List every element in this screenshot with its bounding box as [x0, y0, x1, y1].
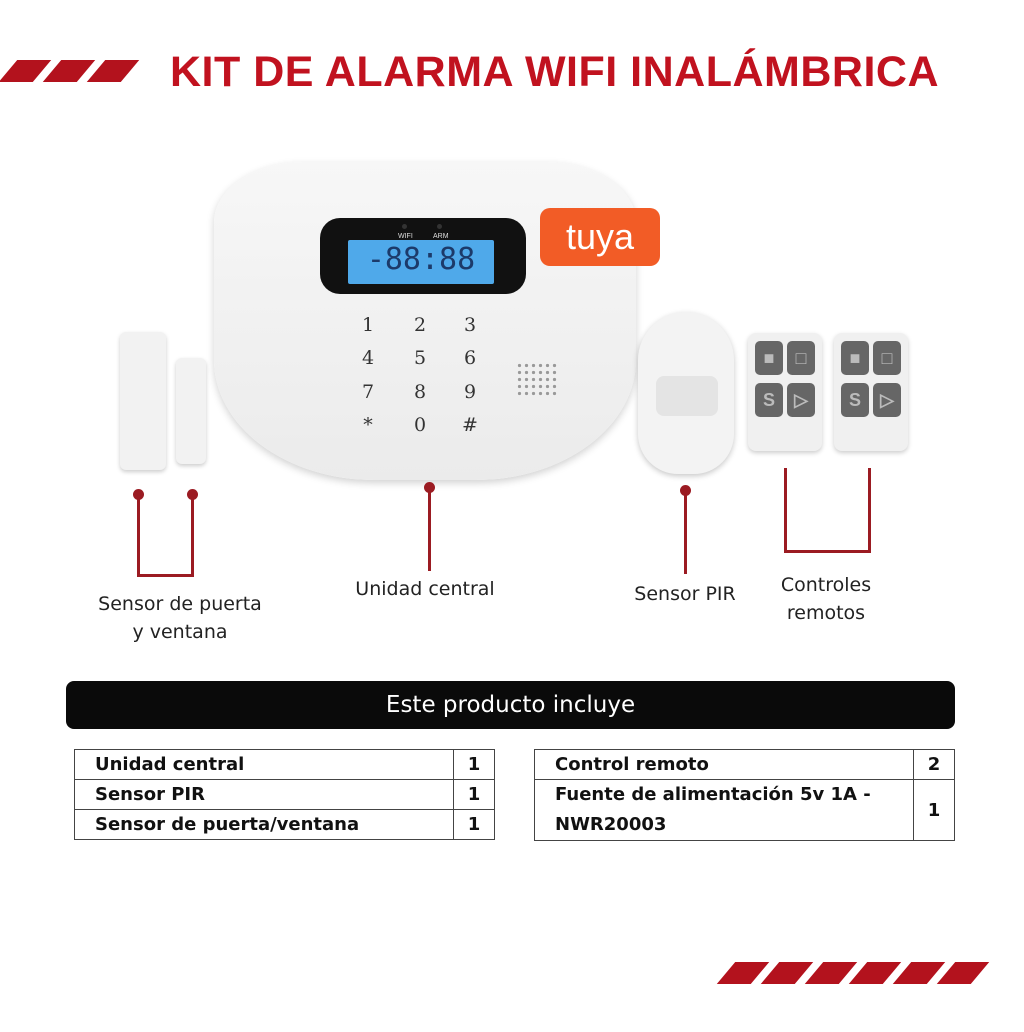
item-name: Control remoto	[534, 749, 914, 780]
key-5: 5	[413, 347, 427, 369]
item-name: Sensor PIR	[74, 779, 454, 810]
key-6: 6	[463, 347, 477, 369]
item-name-line1: Fuente de alimentación 5v 1A -	[555, 784, 871, 805]
item-qty: 2	[913, 749, 955, 780]
key-3: 3	[463, 314, 477, 336]
remote-control-1: ■ □ S ▷	[748, 333, 822, 451]
pir-sensor-label: Sensor PIR	[634, 583, 736, 605]
key-0: 0	[413, 414, 427, 436]
tuya-logo: tuya	[540, 208, 660, 266]
key-1: 1	[361, 314, 375, 336]
table-row: Unidad central 1	[74, 749, 495, 780]
central-unit-label: Unidad central	[355, 578, 495, 600]
wifi-led	[402, 224, 407, 229]
item-name: Sensor de puerta/ventana	[74, 809, 454, 840]
item-qty: 1	[913, 779, 955, 841]
remotes-label-line1: Controles	[780, 574, 872, 596]
table-row: Sensor de puerta/ventana 1	[74, 809, 495, 840]
unlock-icon: □	[873, 341, 901, 375]
key-2: 2	[413, 314, 427, 336]
speaker-grille	[516, 362, 558, 396]
key-hash: #	[462, 414, 478, 436]
table-row: Control remoto 2	[534, 749, 955, 780]
key-9: 9	[463, 381, 477, 403]
header-stripes-left	[0, 60, 140, 84]
play-icon: ▷	[787, 383, 815, 417]
lcd-display: -88:88	[348, 240, 494, 284]
wifi-indicator-label: WIFI	[398, 233, 413, 240]
arm-indicator-label: ARM	[433, 233, 449, 240]
door-sensor-label-line1: Sensor de puerta	[98, 593, 262, 615]
table-row: Sensor PIR 1	[74, 779, 495, 810]
remotes-label: Controles remotos	[746, 571, 906, 627]
contents-table-left: Unidad central 1 Sensor PIR 1 Sensor de …	[74, 749, 495, 840]
item-name: Unidad central	[74, 749, 454, 780]
remote-control-2: ■ □ S ▷	[834, 333, 908, 451]
lock-icon: ■	[841, 341, 869, 375]
arm-led	[437, 224, 442, 229]
lock-icon: ■	[755, 341, 783, 375]
item-qty: 1	[453, 809, 495, 840]
item-name-line2: NWR20003	[555, 814, 667, 835]
key-4: 4	[361, 347, 375, 369]
includes-banner: Este producto incluye	[66, 681, 955, 729]
remote-s-button: S	[841, 383, 869, 417]
key-7: 7	[361, 381, 375, 403]
contents-table-right: Control remoto 2 Fuente de alimentación …	[534, 749, 955, 841]
item-qty: 1	[453, 749, 495, 780]
table-row: Fuente de alimentación 5v 1A - NWR20003 …	[534, 779, 955, 841]
play-icon: ▷	[873, 383, 901, 417]
door-sensor-label: Sensor de puerta y ventana	[60, 590, 300, 646]
pir-lens	[656, 376, 718, 416]
unlock-icon: □	[787, 341, 815, 375]
key-star: *	[363, 414, 373, 436]
remotes-label-line2: remotos	[786, 602, 866, 624]
page-title: KIT DE ALARMA WIFI INALÁMBRICA	[170, 48, 939, 96]
door-sensor-body	[120, 332, 166, 470]
remote-s-button: S	[755, 383, 783, 417]
footer-stripes-right	[716, 962, 990, 986]
door-sensor-label-line2: y ventana	[132, 621, 228, 643]
item-name: Fuente de alimentación 5v 1A - NWR20003	[534, 779, 914, 841]
key-8: 8	[413, 381, 427, 403]
door-sensor-magnet	[176, 358, 206, 464]
item-qty: 1	[453, 779, 495, 810]
